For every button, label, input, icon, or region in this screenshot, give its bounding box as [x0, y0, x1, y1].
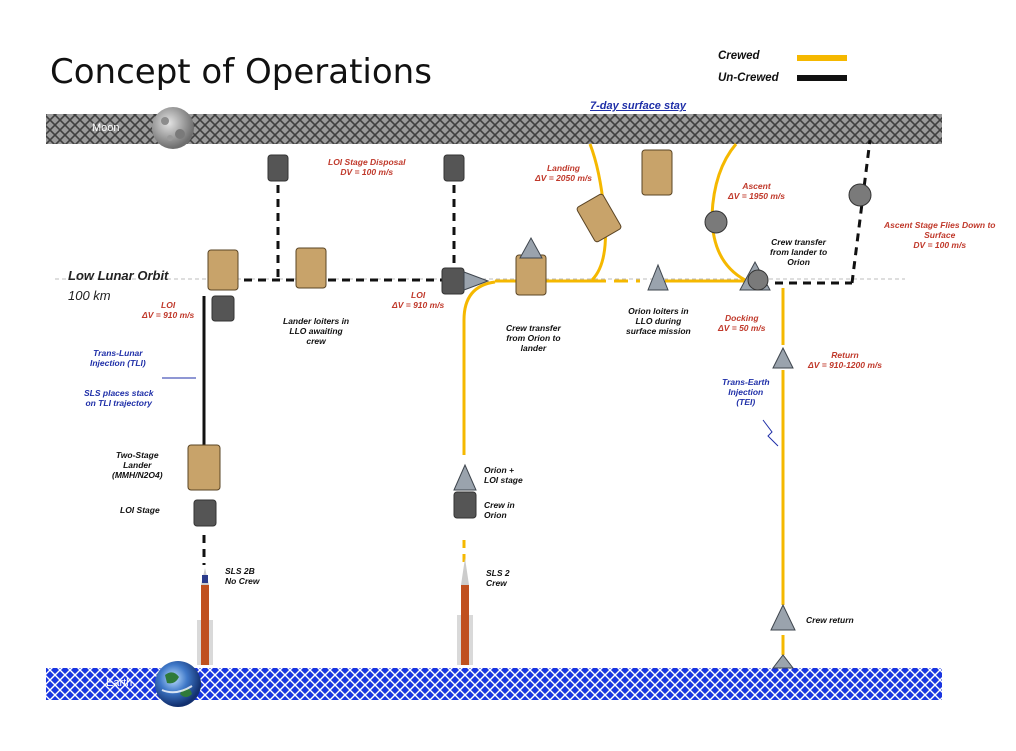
loi-disposal-stage-mid — [443, 154, 465, 182]
page-title: Concept of Operations — [50, 52, 432, 92]
orion-crew-transfer — [519, 236, 543, 259]
moon-label: Moon — [92, 122, 120, 134]
docking-label: Docking ΔV = 50 m/s — [718, 313, 766, 333]
loi-stage-label: LOI Stage — [120, 505, 160, 515]
ascent-docking — [747, 269, 769, 291]
earth-label: Earth — [106, 677, 133, 689]
lander-landing — [576, 193, 622, 243]
lander-surface — [641, 149, 673, 196]
lander-crew-transfer — [515, 254, 547, 296]
lander-loiter — [295, 247, 327, 289]
moon-globe — [152, 107, 194, 149]
orion-crew-return — [770, 603, 796, 631]
loi-mid-label: LOI ΔV = 910 m/s — [392, 290, 445, 310]
crew-transfer-to-orion-label: Crew transfer from lander to Orion — [770, 237, 828, 267]
ascent-label: Ascent ΔV = 1950 m/s — [728, 181, 785, 201]
moon-band — [46, 114, 942, 144]
ascent-disposal-label: Ascent Stage Flies Down to Surface DV = … — [884, 220, 996, 250]
orion-loiters-label: Orion loiters in LLO during surface miss… — [626, 306, 691, 336]
orion-loi-stage-orbit — [441, 267, 465, 295]
surface-stay-label: 7-day surface stay — [590, 100, 686, 112]
orion-loi-stage-ground — [453, 491, 477, 519]
loi-stage-ground — [193, 499, 217, 527]
crewed-paths — [462, 143, 785, 655]
lander-loiters-label: Lander loiters in LLO awaiting crew — [283, 316, 350, 346]
loi-disposal-stage-left — [267, 154, 289, 182]
crew-transfer-to-lander-label: Crew transfer from Orion to lander — [506, 323, 561, 353]
tli-label: Trans-Lunar Injection (TLI) — [90, 348, 146, 368]
uncrewed-paths — [202, 139, 872, 565]
ascent-stage — [704, 210, 728, 234]
legend-crewed-label: Crewed — [718, 50, 760, 62]
crew-in-orion-label: Crew in Orion — [484, 500, 515, 520]
sls-2-label: SLS 2 Crew — [486, 568, 510, 588]
sls-2b-rocket — [197, 568, 213, 665]
loi-left-label: LOI ΔV = 910 m/s — [142, 300, 195, 320]
sls-places-label: SLS places stack on TLI trajectory — [84, 388, 154, 408]
crew-return-label: Crew return — [806, 615, 854, 625]
orion-ground — [453, 463, 477, 491]
loi-disposal-label: LOI Stage Disposal DV = 100 m/s — [328, 157, 406, 177]
landing-label: Landing ΔV = 2050 m/s — [535, 163, 592, 183]
orion-loiter — [647, 263, 669, 291]
llo-label: Low Lunar Orbit — [68, 268, 169, 283]
orion-return — [772, 346, 794, 369]
lander-llo-arrival — [207, 249, 239, 291]
orion-llo-arrival — [463, 271, 490, 291]
orion-loi-label: Orion + LOI stage — [484, 465, 523, 485]
tei-label: Trans-Earth Injection (TEI) — [722, 377, 770, 407]
loi-stage-left-orbit — [211, 295, 235, 322]
lander-ground — [187, 444, 221, 491]
return-label: Return ΔV = 910-1200 m/s — [808, 350, 882, 370]
llo-altitude: 100 km — [68, 288, 111, 303]
orion-splashdown — [771, 654, 795, 669]
sls-2b-label: SLS 2B No Crew — [225, 566, 260, 586]
sls-2-rocket — [457, 558, 473, 665]
legend-uncrewed-label: Un-Crewed — [718, 72, 779, 84]
earth-globe — [155, 661, 201, 707]
ascent-disposal — [848, 183, 872, 207]
two-stage-label: Two-Stage Lander (MMH/N2O4) — [112, 450, 163, 480]
